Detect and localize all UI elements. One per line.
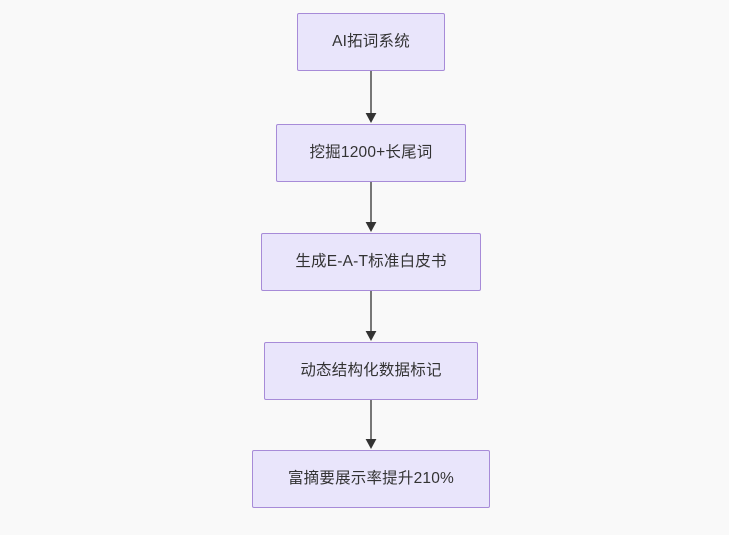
edge-n3-to-n4	[361, 291, 381, 342]
flowchart-node-4[interactable]: 动态结构化数据标记	[264, 342, 478, 400]
flowchart-node-2-label: 挖掘1200+长尾词	[309, 144, 433, 162]
flowchart-node-1-label: AI拓词系统	[332, 33, 410, 51]
flowchart-node-3[interactable]: 生成E-A-T标准白皮书	[261, 233, 481, 291]
edge-n2-to-n3	[361, 182, 381, 233]
edge-n4-to-n5	[361, 400, 381, 450]
flowchart-node-3-label: 生成E-A-T标准白皮书	[295, 253, 447, 271]
edge-n4-to-n5-arrow	[365, 400, 377, 449]
flowchart-node-4-label: 动态结构化数据标记	[300, 362, 442, 380]
flowchart-node-2[interactable]: 挖掘1200+长尾词	[276, 124, 466, 182]
edge-n3-to-n4-arrow	[365, 291, 377, 341]
edge-n2-to-n3-arrow	[365, 182, 377, 232]
flowchart-node-1[interactable]: AI拓词系统	[297, 13, 445, 71]
flowchart-node-5[interactable]: 富摘要展示率提升210%	[252, 450, 490, 508]
flowchart-node-5-label: 富摘要展示率提升210%	[287, 470, 455, 488]
edge-n1-to-n2	[361, 71, 381, 124]
edge-n1-to-n2-arrow	[365, 71, 377, 123]
